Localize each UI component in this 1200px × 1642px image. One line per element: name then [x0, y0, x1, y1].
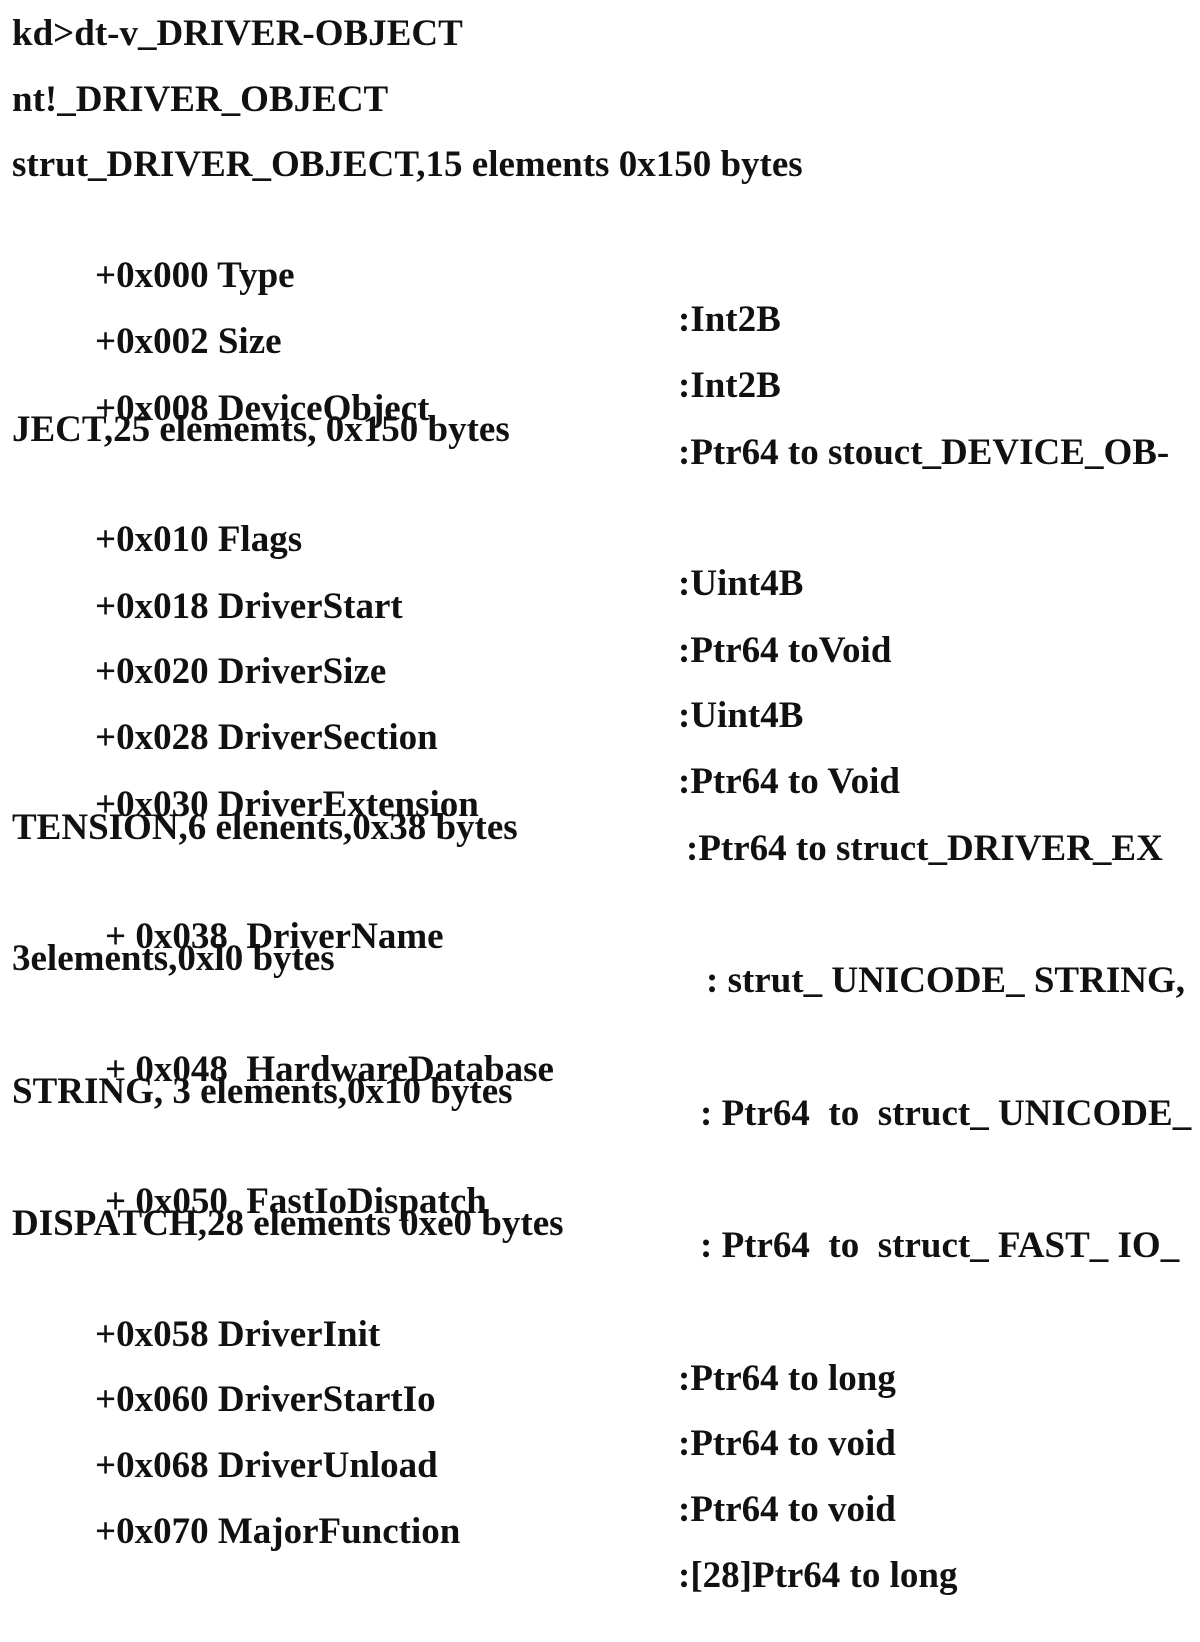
field-offset-name: +0x000 Type	[95, 255, 295, 296]
field-row: +0x030 DriverExtension :Ptr64 to struct_…	[0, 739, 1200, 869]
field-offset-name: +0x010 Flags	[95, 519, 303, 560]
command-line: kd>dt-v_DRIVER-OBJECT	[12, 13, 463, 54]
field-offset-name: +0x060 DriverStartIo	[95, 1379, 436, 1420]
field-row: +0x000 Type :Int2B	[0, 210, 1200, 340]
field-type-continuation: TENSION,6 elenents,0x38 bytes	[12, 807, 518, 848]
field-offset-name: +0x070 MajorFunction	[95, 1511, 461, 1552]
field-offset-name: +0x028 DriverSection	[95, 717, 438, 758]
field-type: : Ptr64 to struct_ FAST_ IO_	[700, 1225, 1180, 1266]
field-type: :Uint4B	[678, 563, 804, 604]
field-type: : Ptr64 to struct_ UNICODE_	[700, 1093, 1192, 1134]
struct-name-line: nt!_DRIVER_OBJECT	[12, 79, 389, 120]
field-type: : strut_ UNICODE_ STRING,	[706, 960, 1185, 1001]
field-row: +0x058 DriverInit :Ptr64 to long	[0, 1269, 1200, 1399]
field-row: +0x018 DriverStart :Ptr64 toVoid	[0, 541, 1200, 671]
field-type: :[28]Ptr64 to long	[678, 1555, 958, 1596]
field-type: :Uint4B	[678, 695, 804, 736]
field-row: +0x068 DriverUnload :Ptr64 to void	[0, 1400, 1200, 1530]
field-type: :Ptr64 to stouct_DEVICE_OB-	[678, 432, 1170, 473]
field-type: :Ptr64 toVoid	[678, 630, 892, 671]
field-offset-name: +0x068 DriverUnload	[95, 1445, 438, 1486]
field-type: :Int2B	[678, 299, 781, 340]
field-row: +0x070 MajorFunction :[28]Ptr64 to long	[0, 1466, 1200, 1596]
field-offset-name: +0x030 DriverExtension	[95, 784, 479, 825]
field-offset-name: +0x020 DriverSize	[95, 651, 387, 692]
field-row: + 0x038 DriverName : strut_ UNICODE_ STR…	[0, 871, 1200, 1001]
field-offset-name: +0x058 DriverInit	[95, 1314, 381, 1355]
field-type-continuation: STRING, 3 elements,0x10 bytes	[12, 1071, 513, 1112]
field-type: :Ptr64 to Void	[678, 761, 900, 802]
field-row: +0x060 DriverStartIo :Ptr64 to void	[0, 1334, 1200, 1464]
field-row: +0x008 DeviceObject :Ptr64 to stouct_DEV…	[0, 343, 1200, 473]
field-row: +0x010 Flags :Uint4B	[0, 474, 1200, 604]
field-type: :Int2B	[678, 365, 781, 406]
field-row: + 0x050 FastIoDispatch : Ptr64 to struct…	[0, 1136, 1200, 1266]
field-offset-name: +0x018 DriverStart	[95, 586, 403, 627]
field-offset-name: + 0x038 DriverName	[105, 916, 444, 957]
field-type-continuation: DISPATCH,28 elements 0xe0 bytes	[12, 1203, 564, 1244]
field-type: :Ptr64 to struct_DRIVER_EX	[686, 828, 1163, 869]
field-offset-name: +0x002 Size	[95, 321, 282, 362]
driver-object-listing: kd>dt-v_DRIVER-OBJECT nt!_DRIVER_OBJECT …	[0, 13, 1200, 1596]
field-type-continuation: JECT,25 elememts, 0x150 bytes	[12, 409, 510, 450]
struct-summary-line: strut_DRIVER_OBJECT,15 elements 0x150 by…	[12, 144, 803, 185]
field-type-continuation: 3elements,0xl0 bytes	[12, 938, 335, 979]
field-row: +0x028 DriverSection :Ptr64 to Void	[0, 672, 1200, 802]
field-row: +0x020 DriverSize :Uint4B	[0, 606, 1200, 736]
field-offset-name: + 0x050 FastIoDispatch	[105, 1181, 487, 1222]
field-row: +0x002 Size :Int2B	[0, 276, 1200, 406]
field-type: :Ptr64 to long	[678, 1358, 896, 1399]
field-offset-name: +0x008 DeviceObject	[95, 388, 430, 429]
field-row: + 0x048 HardwareDatabase : Ptr64 to stru…	[0, 1004, 1200, 1134]
field-type: :Ptr64 to void	[678, 1423, 896, 1464]
field-offset-name: + 0x048 HardwareDatabase	[105, 1049, 554, 1090]
